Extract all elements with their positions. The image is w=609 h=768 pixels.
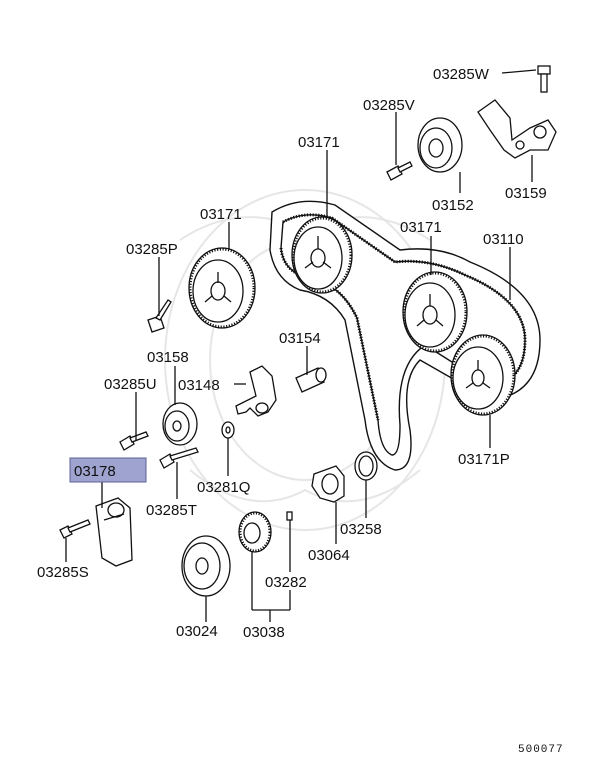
idler-shaft <box>295 367 327 393</box>
camshaft-sprocket-upper <box>291 216 353 294</box>
label-03110: 03110 <box>483 231 524 248</box>
bolt-03285u <box>119 431 149 451</box>
label-03285p: 03285P <box>126 241 178 258</box>
label-03152: 03152 <box>432 197 474 214</box>
diagram-reference-code: 500077 <box>518 744 564 756</box>
camshaft-sprocket-right <box>402 271 468 353</box>
label-03171-right: 03171 <box>400 219 442 236</box>
label-03285s: 03285S <box>37 564 89 581</box>
highlight-box <box>69 457 147 483</box>
part-labels: 03285W 03285V 03171 03152 03159 03171 03… <box>37 66 564 756</box>
label-03285v: 03285V <box>363 97 415 114</box>
crank-sensing-blade <box>311 465 345 503</box>
bolt-03285v <box>386 161 413 181</box>
bolt-03285s <box>59 519 91 539</box>
label-03285u: 03285U <box>104 376 157 393</box>
tensioner-bracket <box>477 99 557 159</box>
crankshaft-side-sprocket <box>450 334 516 416</box>
label-03159: 03159 <box>505 185 547 202</box>
tensioner-arm <box>235 365 277 417</box>
label-03171p: 03171P <box>458 451 510 468</box>
label-03038: 03038 <box>243 624 285 641</box>
label-03148: 03148 <box>178 377 220 394</box>
woodruff-key <box>286 511 293 521</box>
leader-lines <box>65 69 537 622</box>
label-03064: 03064 <box>308 547 350 564</box>
crankshaft-sprocket <box>238 511 272 553</box>
label-03282: 03282 <box>265 574 307 591</box>
auto-tensioner <box>95 497 133 567</box>
washer <box>221 421 235 439</box>
label-03024: 03024 <box>176 623 218 640</box>
idler-pulley <box>417 117 463 173</box>
label-03258: 03258 <box>340 521 382 538</box>
bolt-03285w <box>537 65 551 93</box>
label-03285w: 03285W <box>433 66 490 83</box>
label-03281q: 03281Q <box>197 479 250 496</box>
label-03285t: 03285T <box>146 502 197 519</box>
label-03158: 03158 <box>147 349 189 366</box>
bolt-03285p <box>147 299 172 333</box>
label-03171-top: 03171 <box>298 134 340 151</box>
tensioner-pulley <box>162 402 198 446</box>
label-03171-left: 03171 <box>200 206 242 223</box>
spacer-ring <box>354 451 378 481</box>
bolt-03285t <box>159 447 199 469</box>
label-03178: 03178 <box>74 463 116 480</box>
label-03154: 03154 <box>279 330 321 347</box>
crank-flange <box>181 535 231 597</box>
camshaft-sprocket-left <box>188 247 256 329</box>
